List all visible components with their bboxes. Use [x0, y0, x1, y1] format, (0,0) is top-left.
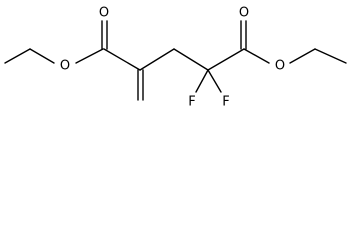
bond-right-carbonyl-o — [243, 48, 270, 64]
bond-left-o-carbonyl — [75, 48, 104, 64]
atom-label-o-ether-left: O — [60, 59, 70, 74]
bond-right-o-ethyl-ch2 — [289, 48, 316, 64]
atom-label-o-ketone-left: O — [99, 6, 109, 21]
atom-label-f-right: F — [222, 95, 229, 110]
atom-label-o-ether-right: O — [275, 59, 285, 74]
atom-label-f-left: F — [188, 95, 195, 110]
bond-ch2-cf2 — [173, 48, 209, 71]
bond-right-ethyl-ch2-ch3 — [314, 48, 347, 64]
chemical-structure-diagram: O O O O F F — [4, 6, 347, 110]
bond-cf2-f-left — [195, 69, 209, 93]
bond-left-ethyl-ch3-ch2 — [4, 48, 31, 64]
bond-left-carbonyl-alkene-c — [103, 48, 141, 71]
bond-alkene-c-ch2 — [139, 48, 175, 71]
bond-left-ethyl-ch2-o — [29, 48, 55, 64]
bond-cf2-carbonyl — [207, 48, 245, 71]
atom-label-o-ketone-right: O — [239, 6, 249, 21]
bond-cf2-f-right — [207, 69, 222, 93]
